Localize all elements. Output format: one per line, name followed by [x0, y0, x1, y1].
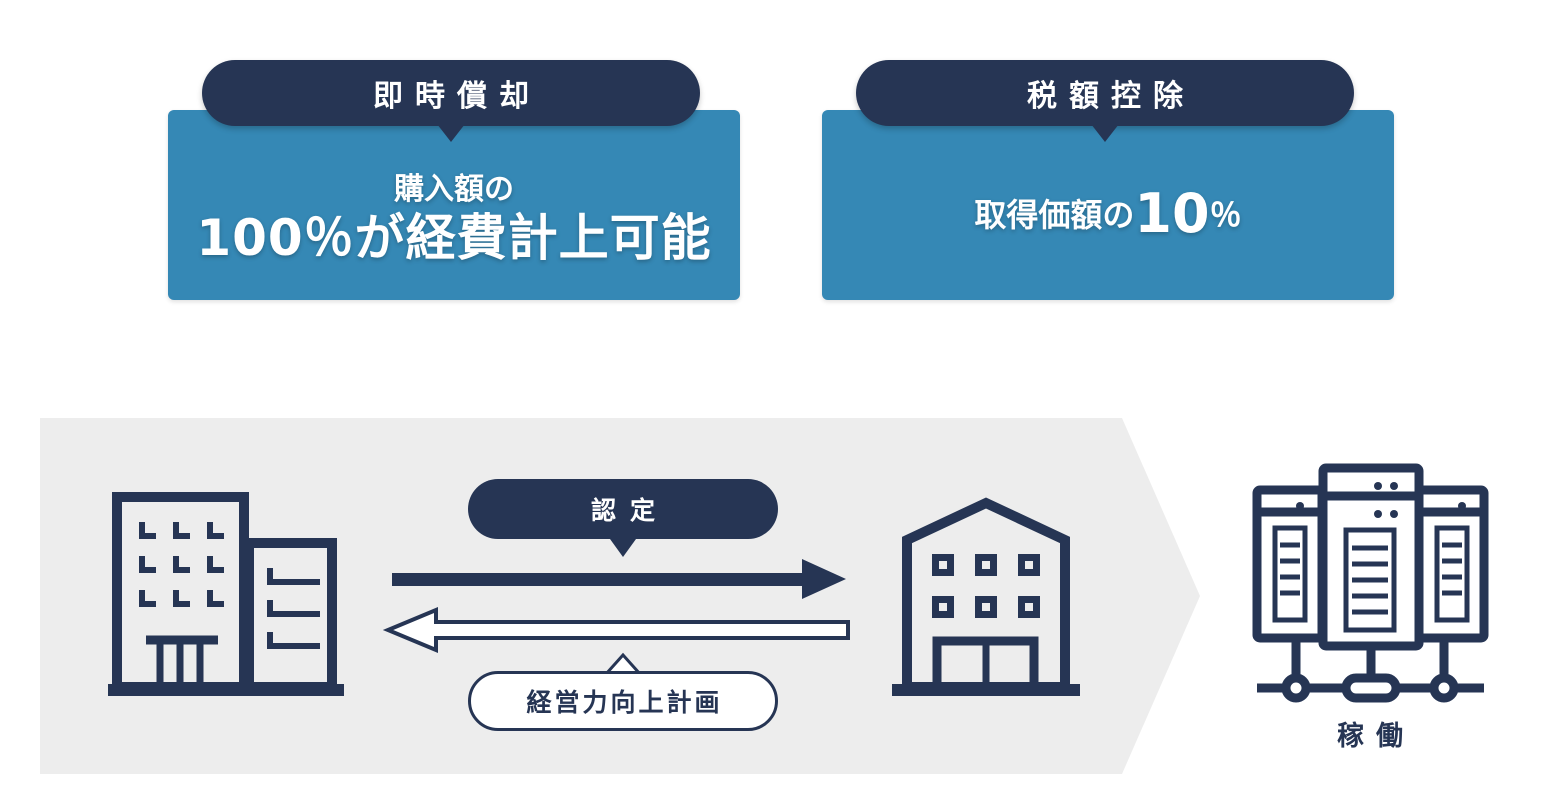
header-pointer: [1091, 124, 1119, 142]
certification-pointer: [610, 539, 636, 557]
percentage-value: 10: [1134, 182, 1210, 245]
tax-credit-text: 取得価額の10％: [822, 182, 1394, 245]
full-expense-text: 100％が経費計上可能: [196, 209, 712, 267]
operation-label: 稼働: [1337, 721, 1415, 752]
acquisition-value-text: 取得価額の: [974, 196, 1135, 234]
right-arrow-icon: [392, 559, 846, 599]
server-network-icon: [1252, 463, 1489, 703]
management-plan-label: 経営力向上計画: [468, 671, 778, 731]
tax-credit-header: 税額控除: [856, 60, 1354, 126]
header-pointer: [437, 124, 465, 142]
purchase-amount-text: 購入額の: [394, 172, 514, 207]
agency-building-icon: [892, 497, 1080, 696]
left-arrow-icon: [382, 607, 850, 653]
server-indicator-dots: [1296, 482, 1466, 518]
company-building-icon: [108, 492, 344, 696]
immediate-depreciation-header: 即時償却: [202, 60, 700, 126]
percent-sign: ％: [1209, 196, 1242, 234]
certification-label: 認定: [468, 479, 778, 539]
